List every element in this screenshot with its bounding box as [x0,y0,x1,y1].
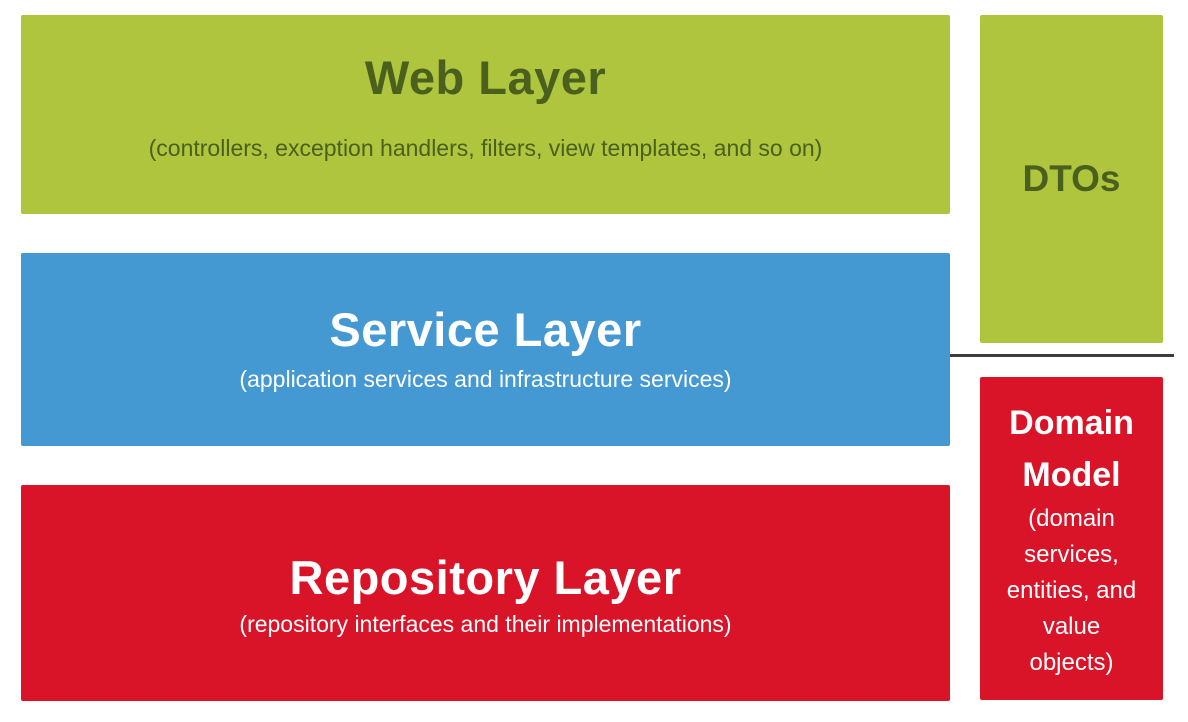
repository-layer-title: Repository Layer [289,551,682,604]
domain-model-subtitle-line: entities, and [1006,577,1137,604]
repository-layer-subtitle: (repository interfaces and their impleme… [239,611,732,637]
service-layer-subtitle: (application services and infrastructure… [239,366,732,392]
domain-model-title-line: Model [1022,456,1121,494]
domain-model-subtitle-line: value [1042,613,1101,640]
dtos-box: DTOs [980,15,1163,343]
dto-domain-divider-line [950,354,1174,357]
service-layer-title: Service Layer [329,303,642,356]
web-layer-box: Web Layer (controllers, exception handle… [21,15,950,214]
web-layer-subtitle: (controllers, exception handlers, filter… [148,135,823,161]
service-layer-box: Service Layer (application services and … [21,253,950,446]
domain-model-title-line: Domain [1009,404,1134,442]
domain-model-subtitle-line: objects) [1029,649,1114,676]
domain-model-subtitle-line: (domain [1028,505,1115,532]
domain-model-subtitle-line: services, [1024,541,1119,568]
dtos-label: DTOs [1022,158,1121,199]
web-layer-title: Web Layer [364,51,607,104]
domain-model-box: Domain Model (domain services, entities,… [980,377,1163,700]
repository-layer-box: Repository Layer (repository interfaces … [21,485,950,701]
